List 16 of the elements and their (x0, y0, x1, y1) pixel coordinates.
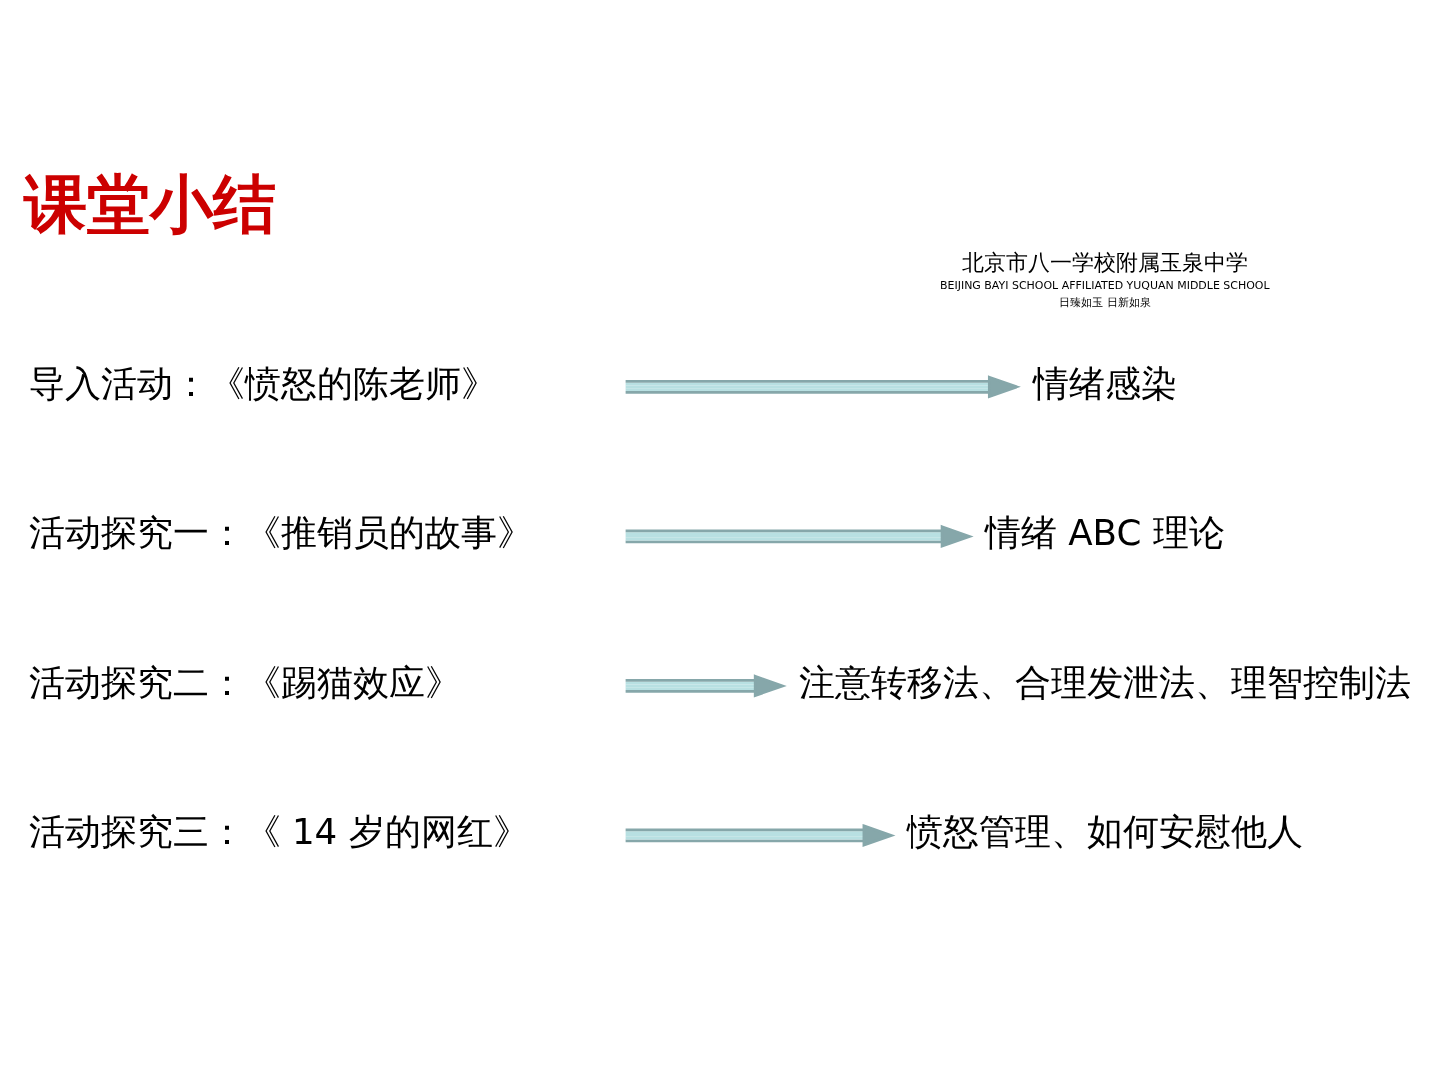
arrow (625, 823, 896, 847)
node-text: 活动探究一：《推销员的故事》 (28, 511, 533, 553)
node-text: 注意转移法、合理发泄法、理智控制法 (798, 661, 1411, 703)
arrow (625, 374, 1021, 398)
node-text: 情绪 ABC 理论 (984, 511, 1225, 553)
node-text: 导入活动：《愤怒的陈老师》 (28, 362, 497, 403)
arrow (625, 673, 787, 697)
label: BEIJING BAYI SCHOOL AFFILIATED YUQUAN MIDDLE SCHOOL (940, 278, 1270, 292)
node-text: 活动探究二：《踢猫效应》 (28, 661, 461, 703)
node-text: 活动探究三：《 14 岁的网红》 (28, 810, 529, 852)
node-text: 愤怒管理、如何安慰他人 (906, 810, 1303, 852)
label: 北京市八一学校附属玉泉中学 (961, 249, 1248, 275)
diagram-title: 课堂小结 (24, 166, 277, 241)
node-text: 情绪感染 (1032, 362, 1177, 403)
label: 日臻如玉 日新如泉 (1059, 295, 1151, 309)
arrow (625, 524, 974, 548)
